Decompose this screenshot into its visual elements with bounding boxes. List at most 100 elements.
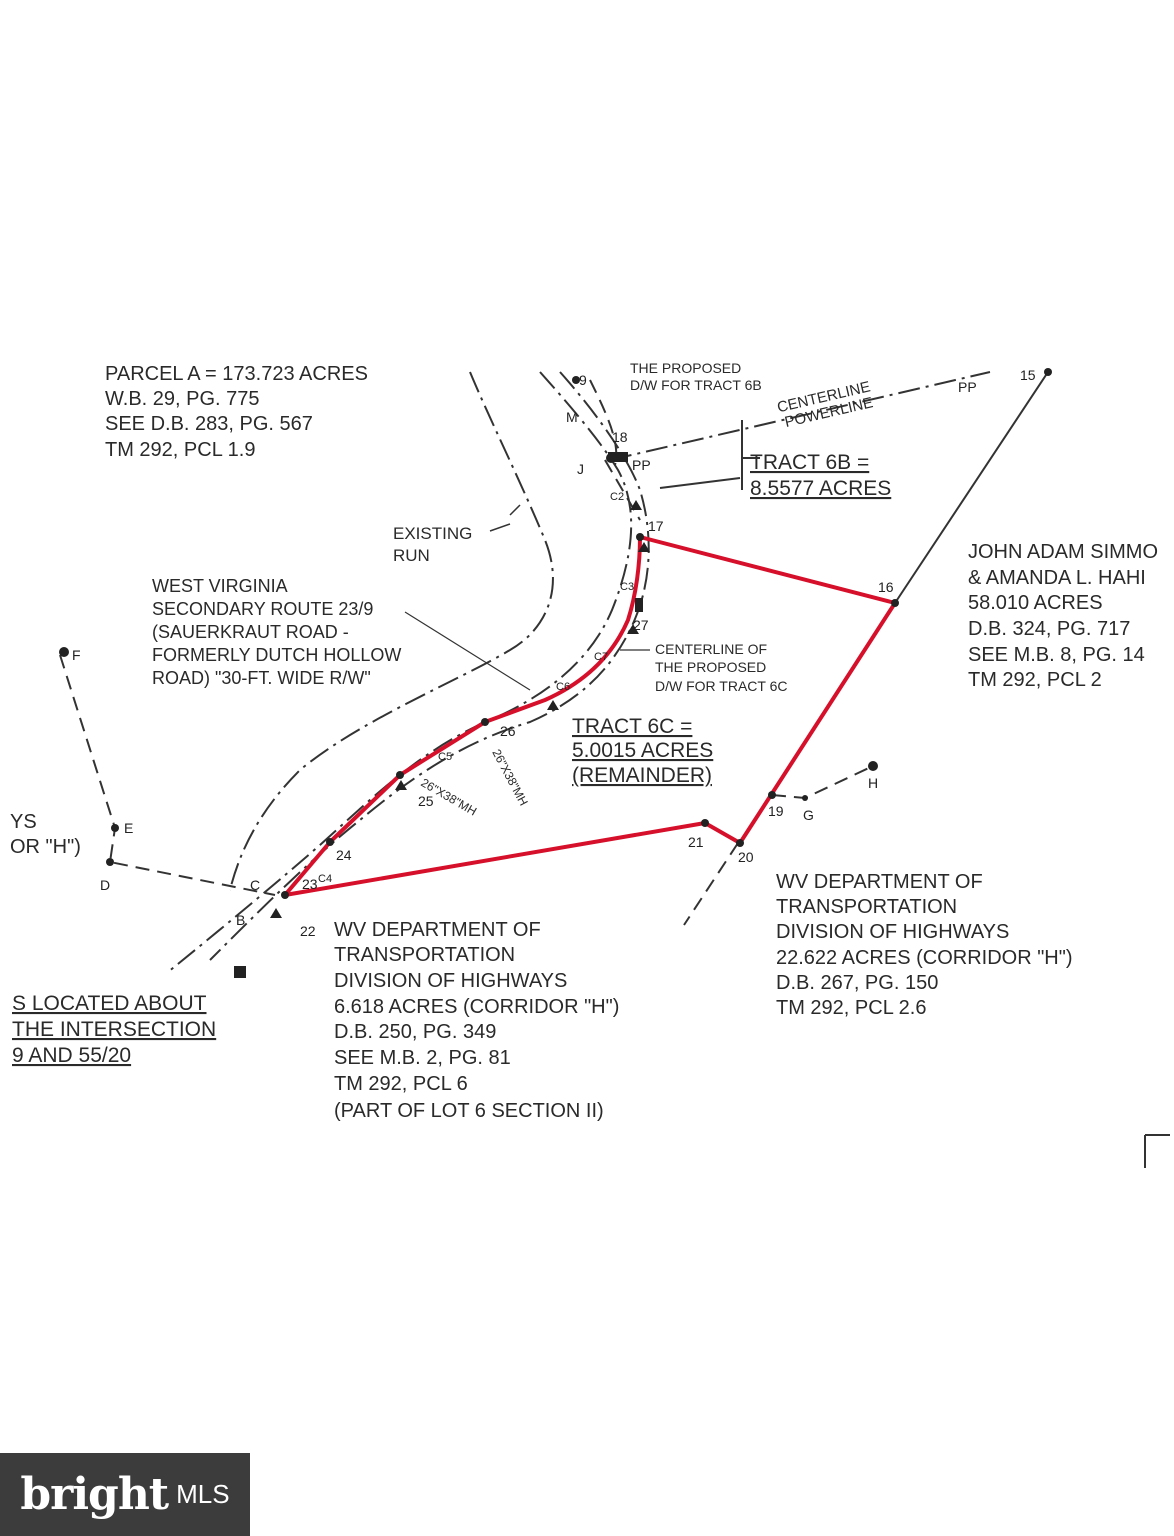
svg-text:D.B. 267, PG. 150: D.B. 267, PG. 150 — [776, 972, 938, 994]
survey-points — [59, 368, 1052, 978]
parcel-a-label: PARCEL A = 173.723 ACRES W.B. 29, PG. 77… — [105, 363, 368, 461]
culvert-label-1: 26"X38"MH — [489, 747, 530, 808]
svg-text:TM 292, PCL 2: TM 292, PCL 2 — [968, 669, 1102, 691]
svg-text:DIVISION OF HIGHWAYS: DIVISION OF HIGHWAYS — [334, 970, 567, 992]
svg-text:& AMANDA L. HAHI: & AMANDA L. HAHI — [968, 567, 1146, 589]
svg-text:C4: C4 — [318, 873, 332, 885]
svg-text:S LOCATED ABOUT: S LOCATED ABOUT — [12, 992, 207, 1015]
existing-run-label: EXISTING RUN — [393, 504, 521, 565]
wvdot-center-label: WV DEPARTMENT OF TRANSPORTATION DIVISION… — [334, 919, 619, 1122]
svg-text:ROAD) "30-FT. WIDE R/W": ROAD) "30-FT. WIDE R/W" — [152, 668, 371, 688]
wv-route-label: WEST VIRGINIA SECONDARY ROUTE 23/9 (SAUE… — [152, 576, 531, 691]
svg-text:58.010 ACRES: 58.010 ACRES — [968, 592, 1103, 614]
svg-text:8.5577 ACRES: 8.5577 ACRES — [750, 477, 891, 500]
svg-text:OR "H"): OR "H") — [10, 836, 81, 858]
svg-text:(SAUERKRAUT ROAD -: (SAUERKRAUT ROAD - — [152, 622, 349, 642]
svg-text:15: 15 — [1020, 367, 1036, 383]
svg-text:JOHN ADAM SIMMO: JOHN ADAM SIMMO — [968, 541, 1158, 563]
svg-text:19: 19 — [768, 803, 784, 819]
svg-text:DIVISION OF HIGHWAYS: DIVISION OF HIGHWAYS — [776, 921, 1009, 943]
svg-text:TRACT 6C =: TRACT 6C = — [572, 715, 692, 738]
tract-6c-label: TRACT 6C = 5.0015 ACRES (REMAINDER) — [572, 715, 713, 787]
svg-text:D.B. 324, PG. 717: D.B. 324, PG. 717 — [968, 618, 1130, 640]
svg-text:C6: C6 — [556, 681, 570, 693]
tract-6b-label: TRACT 6B = 8.5577 ACRES — [750, 451, 891, 500]
svg-text:C: C — [250, 877, 260, 893]
svg-text:SEE M.B. 8, PG. 14: SEE M.B. 8, PG. 14 — [968, 644, 1145, 666]
logo-suffix: MLS — [176, 1479, 230, 1509]
svg-text:FORMERLY DUTCH HOLLOW: FORMERLY DUTCH HOLLOW — [152, 645, 401, 665]
svg-text:EXISTING: EXISTING — [393, 524, 472, 543]
svg-text:21: 21 — [688, 834, 704, 850]
svg-text:22.622 ACRES (CORRIDOR "H"): 22.622 ACRES (CORRIDOR "H") — [776, 947, 1073, 969]
svg-text:J: J — [577, 461, 584, 477]
svg-text:TRANSPORTATION: TRANSPORTATION — [334, 944, 515, 966]
svg-text:H: H — [868, 775, 878, 791]
tract-6c-boundary — [283, 535, 897, 897]
svg-text:22: 22 — [300, 923, 316, 939]
svg-text:E: E — [124, 820, 133, 836]
svg-text:C2: C2 — [610, 491, 624, 503]
svg-text:G: G — [803, 807, 814, 823]
svg-text:D.B. 250, PG. 349: D.B. 250, PG. 349 — [334, 1021, 496, 1043]
svg-text:27: 27 — [633, 617, 649, 633]
svg-text:18: 18 — [612, 429, 628, 445]
svg-text:23: 23 — [302, 876, 318, 892]
road-linework — [167, 371, 650, 973]
svg-text:24: 24 — [336, 847, 352, 863]
svg-text:CENTERLINE OF: CENTERLINE OF — [655, 641, 767, 657]
adjacent-boundaries — [59, 371, 1170, 1168]
svg-text:TM 292, PCL 1.9: TM 292, PCL 1.9 — [105, 439, 255, 461]
svg-text:SEE M.B. 2, PG. 81: SEE M.B. 2, PG. 81 — [334, 1047, 511, 1069]
svg-text:26: 26 — [500, 723, 516, 739]
left-partial-label: YS OR "H") — [10, 811, 81, 858]
svg-text:25: 25 — [418, 793, 434, 809]
svg-text:9 AND 55/20: 9 AND 55/20 — [12, 1044, 131, 1067]
svg-text:20: 20 — [738, 849, 754, 865]
svg-text:SEE D.B. 283, PG. 567: SEE D.B. 283, PG. 567 — [105, 413, 313, 435]
svg-text:C7: C7 — [594, 651, 608, 663]
svg-text:TM 292, PCL 2.6: TM 292, PCL 2.6 — [776, 997, 926, 1019]
location-note: S LOCATED ABOUT THE INTERSECTION 9 AND 5… — [12, 992, 216, 1067]
svg-text:C5: C5 — [438, 751, 452, 763]
powerline — [609, 371, 991, 490]
svg-text:PP: PP — [632, 457, 651, 473]
svg-text:M: M — [566, 409, 578, 425]
svg-text:17: 17 — [648, 518, 664, 534]
svg-text:TRANSPORTATION: TRANSPORTATION — [776, 896, 957, 918]
proposed-dw-6b-label: THE PROPOSED D/W FOR TRACT 6B — [630, 360, 762, 393]
centerline-6c-label: CENTERLINE OF THE PROPOSED D/W FOR TRACT… — [620, 641, 788, 694]
svg-text:F: F — [72, 647, 81, 663]
wvdot-right-label: WV DEPARTMENT OF TRANSPORTATION DIVISION… — [776, 871, 1073, 1019]
svg-text:PP: PP — [958, 379, 977, 395]
svg-text:TRACT 6B =: TRACT 6B = — [750, 451, 869, 474]
svg-text:THE PROPOSED: THE PROPOSED — [655, 659, 766, 675]
bright-mls-logo: bright MLS — [0, 1453, 250, 1536]
svg-text:9: 9 — [579, 372, 587, 388]
svg-text:WV DEPARTMENT OF: WV DEPARTMENT OF — [776, 871, 983, 893]
svg-text:(REMAINDER): (REMAINDER) — [572, 764, 712, 787]
svg-text:5.0015 ACRES: 5.0015 ACRES — [572, 739, 713, 762]
svg-text:TM 292, PCL 6: TM 292, PCL 6 — [334, 1073, 468, 1095]
svg-text:W.B. 29, PG. 775: W.B. 29, PG. 775 — [105, 388, 260, 410]
svg-text:D/W FOR TRACT 6B: D/W FOR TRACT 6B — [630, 377, 762, 393]
centerline-powerline-label: CENTERLINE POWERLINE — [776, 378, 875, 431]
svg-text:WV DEPARTMENT OF: WV DEPARTMENT OF — [334, 919, 541, 941]
logo-brand: bright — [20, 1469, 169, 1520]
svg-text:D: D — [100, 877, 110, 893]
svg-text:PARCEL A = 173.723 ACRES: PARCEL A = 173.723 ACRES — [105, 363, 368, 385]
svg-text:RUN: RUN — [393, 546, 430, 565]
svg-text:SECONDARY ROUTE 23/9: SECONDARY ROUTE 23/9 — [152, 599, 373, 619]
svg-text:YS: YS — [10, 811, 37, 833]
svg-text:WEST VIRGINIA: WEST VIRGINIA — [152, 576, 288, 596]
svg-text:16: 16 — [878, 579, 894, 595]
point-labels: 9 15 16 17 18 19 20 21 22 23 24 25 26 27… — [72, 367, 1036, 939]
john-adam-label: JOHN ADAM SIMMO & AMANDA L. HAHI 58.010 … — [968, 541, 1158, 691]
svg-text:THE INTERSECTION: THE INTERSECTION — [12, 1018, 216, 1041]
svg-text:(PART OF LOT 6 SECTION II): (PART OF LOT 6 SECTION II) — [334, 1100, 604, 1122]
svg-text:THE PROPOSED: THE PROPOSED — [630, 360, 741, 376]
svg-text:B: B — [236, 912, 245, 928]
svg-text:C3: C3 — [620, 581, 634, 593]
svg-text:6.618 ACRES (CORRIDOR "H"): 6.618 ACRES (CORRIDOR "H") — [334, 996, 619, 1018]
